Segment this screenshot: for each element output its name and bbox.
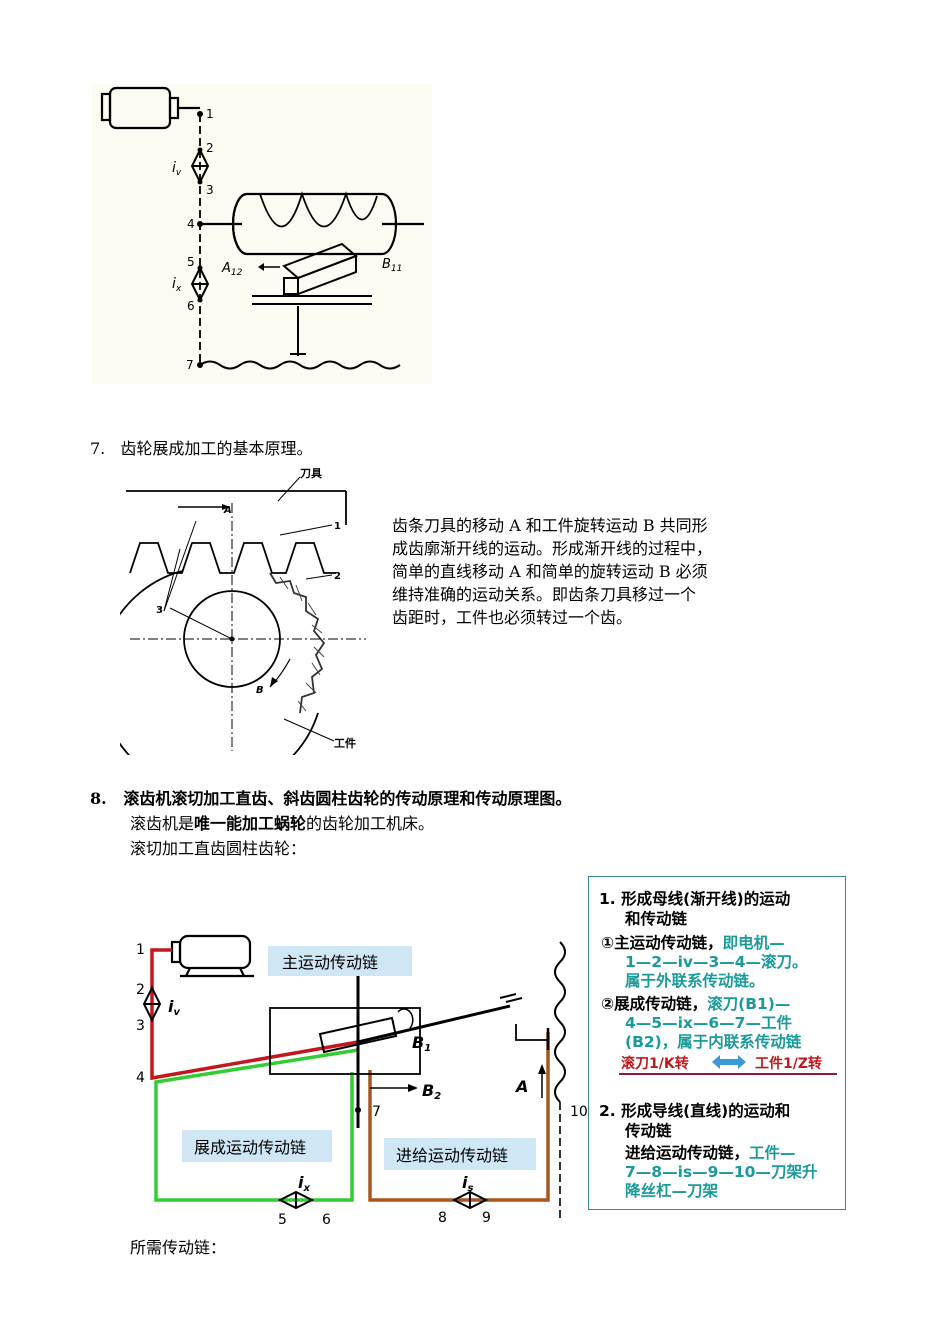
chain-explanation-box: 1. 形成母线(渐开线)的运动 和传动链 ①主运动传动链，即电机— 1—2—iv… <box>588 876 846 1210</box>
line1-pre: 滚齿机是 <box>130 814 195 833</box>
diag-num-3: 3 <box>136 1018 145 1034</box>
iv-ratio-icon <box>142 985 162 1023</box>
box-gen-chain-line3: (B2)，属于内联系传动链 <box>625 1033 802 1051</box>
fig1-label-6: 6 <box>187 299 195 313</box>
box-gen-chain-pre: ②展成传动链， <box>601 995 708 1013</box>
box-main-chain-teal: 即电机— <box>722 934 785 952</box>
required-chains-label: 所需传动链： <box>130 1238 227 1257</box>
fig1-label-b11: B11 <box>382 257 402 274</box>
section-8-heading: 8. 滚齿机滚切加工直齿、斜齿圆柱齿轮的传动原理和传动原理图。 <box>90 789 572 808</box>
diag-num-10: 10 <box>570 1104 588 1120</box>
fig1-label-a12: A12 <box>221 261 243 278</box>
diag-num-9: 9 <box>482 1210 491 1226</box>
box-main-chain-pre: ①主运动传动链， <box>601 934 723 952</box>
diag-label-is: is <box>462 1173 473 1194</box>
box-title-2b: 传动链 <box>625 1122 672 1140</box>
box-feed-chain-pre: 进给运动传动链， <box>625 1144 750 1162</box>
motor-icon <box>100 86 200 130</box>
section-8-line2: 滚切加工直齿圆柱齿轮： <box>130 839 307 858</box>
hobbing-transmission-diagram: 主运动传动链 展成运动传动链 进给运动传动链 1 2 3 4 5 6 7 8 9… <box>136 934 588 1228</box>
diag-label-a: A <box>514 1077 528 1096</box>
fig1-label-2: 2 <box>206 141 214 155</box>
diag-num-1: 1 <box>136 942 145 958</box>
main-chain-line <box>150 948 359 1081</box>
hob-icon <box>318 1016 398 1054</box>
box-ratio-left: 滚刀1/K转 <box>621 1056 689 1072</box>
fig1-label-3: 3 <box>206 183 214 197</box>
box-gen-chain-teal: 滚刀(B1)— <box>707 995 791 1013</box>
generating-chain-label: 展成运动传动链 <box>194 1138 306 1157</box>
box-title-1b: 和传动链 <box>625 910 688 928</box>
section-8-line1: 滚齿机是唯一能加工蜗轮的齿轮加工机床。 <box>130 812 434 835</box>
gear-generating-figure: 刀具 A 1 2 3 B 工件 <box>120 467 366 755</box>
diag-label-iv: iv <box>168 997 180 1018</box>
fig1-label-7: 7 <box>186 358 194 372</box>
tool-slide-icon <box>252 242 372 356</box>
box-title-2a: 2. 形成导线(直线)的运动和 <box>599 1102 791 1120</box>
fig1-label-5: 5 <box>187 255 195 269</box>
fig2-label-tool: 刀具 <box>300 467 322 480</box>
ratio-underline <box>619 1073 837 1075</box>
fig2-label-b: B <box>256 685 264 696</box>
box-feed-chain-line2: 7—8—is—9—10—刀架升 <box>625 1163 818 1181</box>
fig1-label-ix: ix <box>172 276 182 294</box>
fig2-label-1: 1 <box>334 521 341 532</box>
box-ratio-right: 工件1/Z转 <box>755 1056 823 1072</box>
para-line: 简单的直线移动 A 和简单的旋转运动 B 必须 <box>392 562 708 581</box>
para-line: 成齿廓渐开线的运动。形成渐开线的过程中， <box>392 539 713 558</box>
box-feed-chain-line1: 进给运动传动链，工件— <box>625 1143 796 1163</box>
box-main-chain-line3: 属于外联系传动链。 <box>625 972 765 990</box>
box-main-chain-line1: ①主运动传动链，即电机— <box>601 933 785 953</box>
diag-label-ix: ix <box>298 1173 310 1194</box>
line1-bold: 唯一能加工蜗轮 <box>194 814 307 833</box>
fig1-label-iv: iv <box>172 160 182 178</box>
double-arrow-icon <box>712 1055 746 1069</box>
box-feed-chain-teal: 工件— <box>749 1144 796 1162</box>
feed-chain-label: 进给运动传动链 <box>396 1146 508 1165</box>
section-7-paragraph: 齿条刀具的移动 A 和工件旋转运动 B 共同形 成齿廓渐开线的运动。形成渐开线的… <box>392 514 712 629</box>
section-7-heading: 7. 齿轮展成加工的基本原理。 <box>90 439 313 458</box>
para-line: 齿距时，工件也必须转过一个齿。 <box>392 608 633 627</box>
workpiece-gear-icon <box>120 570 326 755</box>
diag-num-5: 5 <box>278 1212 287 1228</box>
motor-icon <box>170 934 254 978</box>
line1-post: 的齿轮加工机床。 <box>306 814 435 833</box>
box-gen-chain-line2: 4—5—ix—6—7—工件 <box>625 1014 792 1032</box>
box-gen-chain-line1: ②展成传动链，滚刀(B1)— <box>601 994 790 1014</box>
box-title-1a: 1. 形成母线(渐开线)的运动 <box>599 890 791 908</box>
fig1-label-1: 1 <box>206 107 214 121</box>
fig2-label-2: 2 <box>334 571 341 582</box>
ix-ratio-icon <box>277 1190 315 1210</box>
diag-num-2: 2 <box>136 982 145 998</box>
box-feed-chain-line3: 降丝杠—刀架 <box>625 1182 719 1200</box>
feed-chain-line <box>368 1032 550 1202</box>
fig2-label-a: A <box>223 505 232 516</box>
rack-tool-icon <box>126 490 347 574</box>
diag-label-b1: B1 <box>412 1033 431 1054</box>
para-line: 维持准确的运动关系。即齿条刀具移过一个 <box>392 585 697 604</box>
fig2-label-3: 3 <box>156 605 163 616</box>
box-main-chain-line2: 1—2—iv—3—4—滚刀。 <box>625 953 808 971</box>
main-chain-label: 主运动传动链 <box>282 953 378 972</box>
generating-chain-line <box>154 1048 359 1202</box>
screw-thread-line <box>199 360 401 370</box>
diag-num-4: 4 <box>136 1070 145 1086</box>
diag-num-6: 6 <box>322 1212 331 1228</box>
para-line: 齿条刀具的移动 A 和工件旋转运动 B 共同形 <box>392 516 708 535</box>
hobbing-schematic-figure: 1 2 3 4 5 6 7 iv ix A12 B11 <box>92 84 432 384</box>
diag-num-8: 8 <box>438 1210 447 1226</box>
fig2-label-work: 工件 <box>334 736 356 750</box>
diag-label-b2: B2 <box>422 1081 441 1102</box>
is-ratio-icon <box>451 1190 489 1210</box>
diag-num-7: 7 <box>372 1104 381 1120</box>
hob-cylinder-icon <box>200 191 424 256</box>
fig1-label-4: 4 <box>187 217 195 231</box>
